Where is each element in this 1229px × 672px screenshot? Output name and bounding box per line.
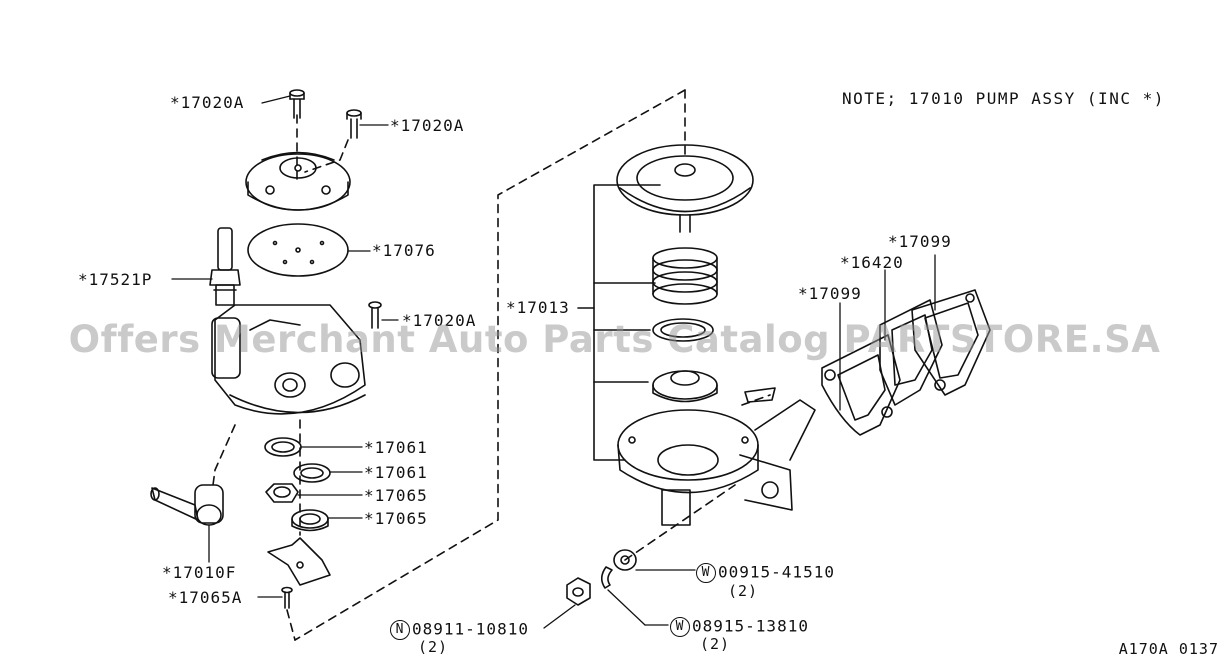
- oil-seal-retainer: [652, 370, 718, 403]
- w-circle-marker: W: [670, 617, 690, 637]
- leader-lines: [171, 95, 936, 629]
- group-bracket-17013: [577, 184, 661, 461]
- watermark-text: Offers Merchant Auto Parts Catalog PARTS…: [68, 318, 1161, 361]
- label-17521p: *17521P: [78, 270, 153, 289]
- assembly-dashed-outline: [212, 89, 771, 641]
- pump-body-lower: [617, 399, 816, 526]
- qty-08911-10810: (2): [418, 638, 449, 656]
- part-number: 00915-41510: [718, 562, 835, 582]
- gasket-17099-rear: [911, 289, 991, 396]
- diaphragm-17076: [247, 223, 349, 277]
- label-17065a: *17065A: [168, 588, 243, 607]
- part-number: 08911-10810: [412, 619, 529, 639]
- label-17061-a: *17061: [364, 438, 428, 457]
- small-clip: [744, 387, 776, 403]
- seal-ring: [652, 318, 714, 342]
- fitting-17521p: [209, 227, 241, 306]
- retainer-plate: [267, 537, 331, 586]
- label-17013: *17013: [506, 298, 570, 317]
- lower-diaphragm: [616, 144, 754, 233]
- label-17065-a: *17065: [364, 486, 428, 505]
- elbow-fitting-17010f: [150, 484, 224, 526]
- label-17099-front: *17099: [798, 284, 862, 303]
- label-17065-b: *17065: [364, 509, 428, 528]
- label-17099-rear: *17099: [888, 232, 952, 251]
- gasket-17099-front: [821, 334, 901, 436]
- diagram-reference-code: A170A 0137: [1118, 640, 1219, 658]
- spring-washer-08915-13810: [600, 566, 613, 589]
- qty-00915-41510: (2): [728, 582, 759, 600]
- label-17020a-top-left: *17020A: [170, 93, 245, 112]
- diaphragm-spring: [652, 247, 718, 305]
- screw-17065a: [281, 586, 293, 609]
- label-17020a-middle: *17020A: [402, 311, 477, 330]
- bolt-17020a-top-left: [289, 89, 305, 119]
- valve-17065-b: [291, 509, 329, 532]
- w-circle-marker: W: [696, 563, 716, 583]
- pump-body-upper: [211, 304, 366, 415]
- note-text: NOTE; 17010 PUMP ASSY (INC *): [842, 89, 1165, 108]
- bolt-17020a-top-right: [346, 109, 362, 139]
- pump-top-cover: [245, 151, 351, 211]
- qty-08915-13810: (2): [700, 635, 731, 653]
- spacer-16420: [879, 299, 943, 406]
- label-17061-b: *17061: [364, 463, 428, 482]
- bolt-17020a-middle: [368, 301, 382, 329]
- valve-17065-a: [265, 483, 299, 503]
- label-17010f: *17010F: [162, 563, 237, 582]
- part-number: 08915-13810: [692, 616, 809, 636]
- washer-17061-a: [264, 437, 302, 457]
- label-17076: *17076: [372, 241, 436, 260]
- washer-17061-b: [293, 463, 331, 483]
- washer-00915-41510: [613, 549, 637, 571]
- label-16420: *16420: [840, 253, 904, 272]
- n-circle-marker: N: [390, 620, 410, 640]
- label-17020a-top-right: *17020A: [390, 116, 465, 135]
- nut-08911-10810: [566, 577, 591, 606]
